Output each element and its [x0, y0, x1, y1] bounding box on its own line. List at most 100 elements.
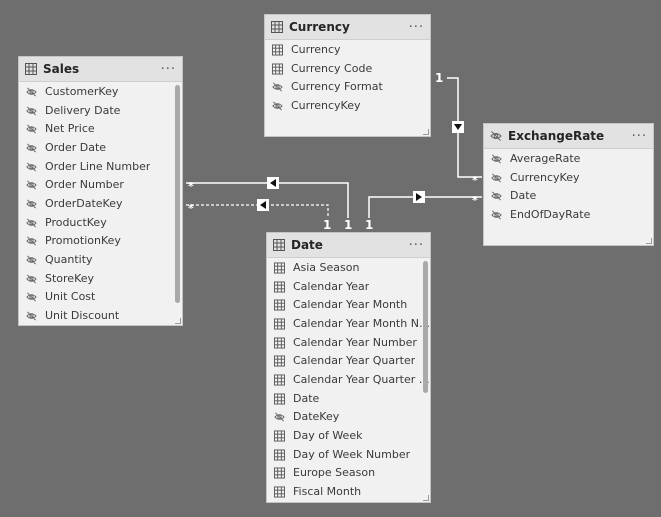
cardinality-many-exchangerate-1: *	[472, 174, 478, 187]
field-row[interactable]: Asia Season	[267, 258, 430, 277]
field-row[interactable]: Calendar Year Number	[267, 333, 430, 352]
field-label: DateKey	[293, 410, 340, 424]
field-label: PromotionKey	[45, 234, 121, 248]
column-icon	[274, 449, 285, 461]
field-row[interactable]: ProductKey	[19, 213, 182, 232]
field-label: Calendar Year	[293, 279, 370, 293]
field-label: CurrencyKey	[291, 98, 361, 112]
relationship-sales-date-inactive[interactable]	[186, 199, 329, 218]
resize-handle[interactable]	[423, 495, 429, 501]
more-options-icon[interactable]: ···	[408, 237, 424, 253]
hidden-field-icon	[26, 235, 37, 246]
field-row[interactable]: Currency Code	[265, 59, 430, 78]
column-icon	[274, 430, 285, 442]
scrollbar[interactable]	[423, 261, 428, 393]
hidden-field-icon	[491, 209, 502, 220]
field-row[interactable]: OrderDateKey	[19, 194, 182, 213]
table-title: Sales	[43, 62, 80, 76]
field-label: Calendar Year Quarter	[293, 354, 416, 368]
table-header[interactable]: Currency ···	[265, 15, 430, 40]
field-label: Calendar Year Quarter Nu...	[293, 372, 430, 386]
field-row[interactable]: CurrencyKey	[484, 168, 653, 187]
field-row[interactable]: Order Date	[19, 138, 182, 157]
field-row[interactable]: AverageRate	[484, 149, 653, 168]
field-row[interactable]: CustomerKey	[19, 82, 182, 101]
field-row[interactable]: Order Line Number	[19, 157, 182, 176]
table-icon	[25, 63, 37, 75]
field-row[interactable]: PromotionKey	[19, 232, 182, 251]
field-label: AverageRate	[510, 151, 581, 165]
field-row[interactable]: Calendar Year Month Nu...	[267, 314, 430, 333]
field-row[interactable]: Calendar Year	[267, 277, 430, 296]
table-header[interactable]: ExchangeRate ···	[484, 124, 653, 149]
field-row[interactable]: Calendar Year Quarter Nu...	[267, 370, 430, 389]
field-row[interactable]: Net Price	[19, 119, 182, 138]
more-options-icon[interactable]: ···	[160, 61, 176, 77]
table-icon	[271, 21, 283, 33]
cardinality-many-sales-1: *	[188, 180, 194, 193]
resize-handle[interactable]	[646, 238, 652, 244]
field-label: Net Price	[45, 122, 95, 136]
field-row[interactable]: Europe Season	[267, 464, 430, 483]
field-row[interactable]: Currency Format	[265, 77, 430, 96]
table-header[interactable]: Date ···	[267, 233, 430, 258]
more-options-icon[interactable]: ···	[408, 19, 424, 35]
field-row[interactable]: Unit Cost	[19, 288, 182, 307]
field-label: OrderDateKey	[45, 196, 123, 210]
field-row[interactable]: Unit Discount	[19, 306, 182, 325]
hidden-field-icon	[272, 81, 283, 92]
relationship-date-exchangerate[interactable]	[368, 191, 482, 218]
hidden-field-icon	[26, 198, 37, 209]
hidden-field-icon	[26, 142, 37, 153]
field-label: Fiscal Month	[293, 485, 362, 499]
field-row[interactable]: Calendar Year Month	[267, 295, 430, 314]
field-label: Delivery Date	[45, 103, 121, 117]
field-row[interactable]: CurrencyKey	[265, 96, 430, 115]
hidden-field-icon	[26, 217, 37, 228]
field-label: Currency Format	[291, 80, 383, 94]
field-row[interactable]: Quantity	[19, 250, 182, 269]
hidden-field-icon	[491, 190, 502, 201]
field-row[interactable]: Calendar Year Quarter	[267, 351, 430, 370]
field-row[interactable]: Day of Week	[267, 426, 430, 445]
field-row[interactable]: Fiscal Month	[267, 482, 430, 501]
field-row[interactable]: EndOfDayRate	[484, 205, 653, 224]
more-options-icon[interactable]: ···	[631, 128, 647, 144]
field-label: Europe Season	[293, 466, 376, 480]
hidden-field-icon	[26, 86, 37, 97]
scrollbar[interactable]	[175, 85, 180, 303]
field-row[interactable]: Delivery Date	[19, 101, 182, 120]
field-label: Quantity	[45, 253, 93, 267]
table-header[interactable]: Sales ···	[19, 57, 182, 82]
field-label: Unit Cost	[45, 290, 96, 304]
cardinality-many-sales-2: *	[188, 202, 194, 215]
cardinality-many-exchangerate-2: *	[472, 194, 478, 207]
field-label: CustomerKey	[45, 84, 119, 98]
field-row[interactable]: Order Number	[19, 175, 182, 194]
field-label: ProductKey	[45, 215, 107, 229]
resize-handle[interactable]	[175, 318, 181, 324]
field-row[interactable]: Day of Week Number	[267, 445, 430, 464]
field-row[interactable]: Currency	[265, 40, 430, 59]
field-row[interactable]: Date	[484, 186, 653, 205]
field-row[interactable]: DateKey	[267, 408, 430, 427]
relationship-currency-exchangerate[interactable]	[447, 77, 482, 178]
resize-handle[interactable]	[423, 129, 429, 135]
field-label: Unit Discount	[45, 309, 120, 323]
field-label: Order Date	[45, 140, 107, 154]
field-row[interactable]: Date	[267, 389, 430, 408]
field-row[interactable]: StoreKey	[19, 269, 182, 288]
relationship-sales-date-active[interactable]	[186, 177, 349, 218]
field-label: Calendar Year Number	[293, 335, 417, 349]
field-label: Order Number	[45, 178, 124, 192]
field-label: EndOfDayRate	[510, 207, 591, 221]
column-icon	[272, 44, 283, 56]
